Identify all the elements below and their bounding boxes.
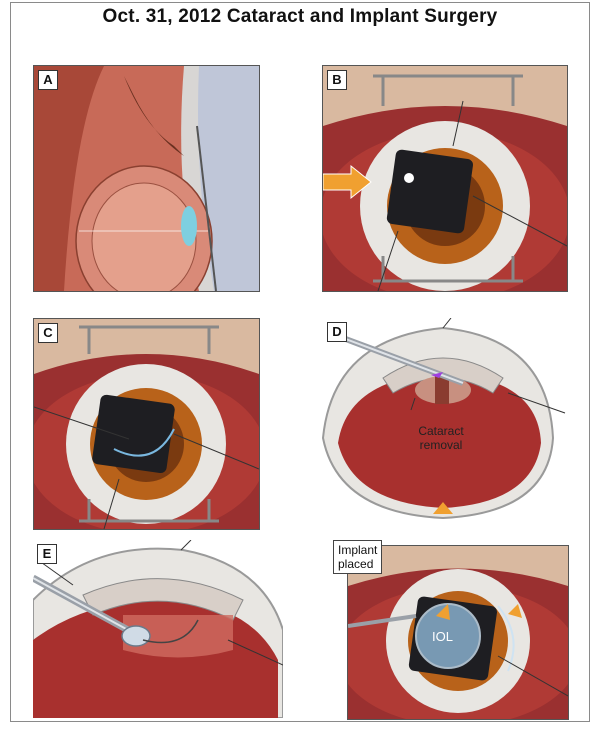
panel-b-label: B: [327, 70, 347, 90]
panel-a-illustration: [34, 66, 259, 291]
annotation-line-2: removal: [419, 438, 463, 452]
panel-e: E: [33, 540, 283, 718]
implant-placed-callout: Implant placed: [333, 540, 383, 574]
cataract-removal-annotation: Cataract removal: [401, 424, 481, 452]
panel-b: B: [322, 65, 568, 292]
annotation-line-1: Cataract: [418, 424, 464, 438]
panel-e-illustration: [33, 540, 283, 718]
panel-a-label: A: [38, 70, 58, 90]
panel-f: F IOL: [347, 545, 569, 720]
panel-e-label: E: [37, 544, 57, 564]
callout-line-1: Implant: [338, 543, 378, 557]
iol-lens-label: IOL: [432, 629, 453, 644]
panel-c-illustration: [34, 319, 259, 529]
panel-d-illustration: [303, 318, 571, 528]
panel-f-illustration: [348, 546, 568, 719]
panel-b-illustration: [323, 66, 567, 291]
panel-c-label: C: [38, 323, 58, 343]
page-title: Oct. 31, 2012 Cataract and Implant Surge…: [102, 6, 498, 27]
panel-a: A: [33, 65, 260, 292]
panel-d-label: D: [327, 322, 347, 342]
panel-d: D Cataract removal: [303, 318, 571, 528]
callout-line-2: placed: [338, 557, 374, 571]
panel-c: C: [33, 318, 260, 530]
